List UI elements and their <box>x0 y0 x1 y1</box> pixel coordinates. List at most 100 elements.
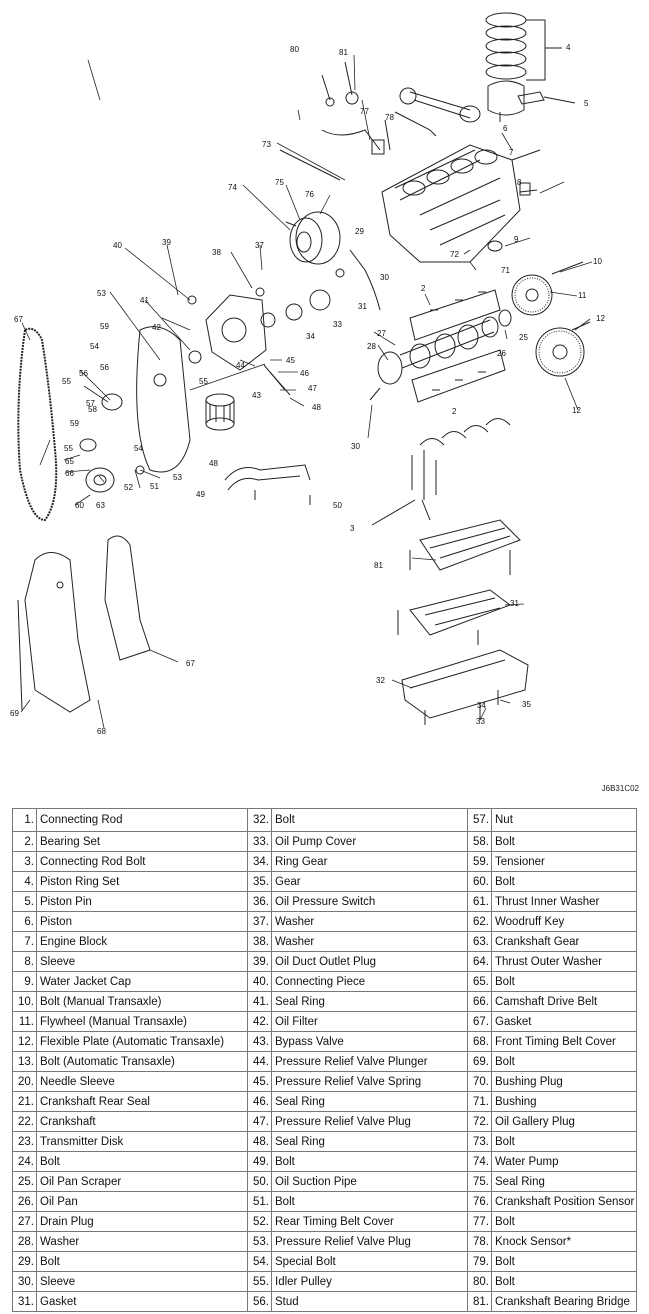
part-number: 45. <box>247 1071 272 1092</box>
callout-label: 59 <box>70 419 79 428</box>
part-number: 11. <box>12 1011 37 1032</box>
part-number: 51. <box>247 1191 272 1212</box>
callout-label: 50 <box>333 501 342 510</box>
callout-label: 63 <box>96 501 105 510</box>
part-number: 75. <box>467 1171 492 1192</box>
callout-label: 3 <box>350 524 355 533</box>
part-name: Connecting Rod <box>36 808 248 832</box>
part-name: Bolt <box>491 1271 637 1292</box>
part-number: 56. <box>247 1291 272 1312</box>
part-name: Oil Gallery Plug <box>491 1111 637 1132</box>
callout-label: 55 <box>199 377 208 386</box>
part-number: 58. <box>467 831 492 852</box>
part-number: 54. <box>247 1251 272 1272</box>
part-number: 9. <box>12 971 37 992</box>
callout-label: 67 <box>14 315 23 324</box>
part-number: 53. <box>247 1231 272 1252</box>
part-number: 32. <box>247 808 272 832</box>
part-name: Piston <box>36 911 248 932</box>
callout-label: 45 <box>286 356 295 365</box>
part-number: 69. <box>467 1051 492 1072</box>
part-number: 57. <box>467 808 492 832</box>
oil-filter-drawing <box>205 393 235 431</box>
part-name: Sleeve <box>36 951 248 972</box>
part-number: 65. <box>467 971 492 992</box>
callout-label: 10 <box>593 257 602 266</box>
bearing-shells-drawing <box>409 289 506 403</box>
callout-label: 11 <box>578 291 587 300</box>
part-number: 63. <box>467 931 492 952</box>
part-name: Crankshaft Gear <box>491 931 637 952</box>
callout-label: 53 <box>97 289 106 298</box>
water-pump-drawing <box>285 211 381 311</box>
callout-label: 6 <box>503 124 508 133</box>
part-number: 5. <box>12 891 37 912</box>
callout-label: 57 <box>86 399 95 408</box>
part-number: 67. <box>467 1011 492 1032</box>
callout-label: 41 <box>140 296 149 305</box>
piston-drawing <box>487 80 576 122</box>
part-name: Rear Timing Belt Cover <box>271 1211 468 1232</box>
part-number: 71. <box>467 1091 492 1112</box>
rear-timing-belt-cover-drawing <box>136 326 191 473</box>
callout-label: 9 <box>514 235 519 244</box>
callout-label: 29 <box>355 227 364 236</box>
callout-label: 56 <box>79 369 88 378</box>
part-number: 42. <box>247 1011 272 1032</box>
part-name: Bolt <box>271 808 468 832</box>
callout-labels: 80 81 4 5 6 77 78 73 7 8 74 75 76 9 29 4… <box>10 43 605 736</box>
callout-label: 46 <box>300 369 309 378</box>
callout-label: 33 <box>476 717 485 726</box>
exploded-engine-diagram: 80 81 4 5 6 77 78 73 7 8 74 75 76 9 29 4… <box>10 12 605 736</box>
part-number: 39. <box>247 951 272 972</box>
part-name: Piston Ring Set <box>36 871 248 892</box>
callout-label: 58 <box>88 405 97 414</box>
part-number: 28. <box>12 1231 37 1252</box>
figure-reference-code: J6B31C02 <box>601 784 639 793</box>
callout-label: 43 <box>252 391 261 400</box>
legend-row: 13.Bolt (Automatic Transaxle)44.Pressure… <box>12 1051 637 1072</box>
part-number: 13. <box>12 1051 37 1072</box>
part-number: 34. <box>247 851 272 872</box>
part-number: 50. <box>247 1171 272 1192</box>
part-name: Washer <box>36 1231 248 1252</box>
callout-label: 66 <box>65 469 74 478</box>
part-number: 79. <box>467 1251 492 1272</box>
part-name: Flexible Plate (Automatic Transaxle) <box>36 1031 248 1052</box>
engine-block-drawing <box>381 144 541 263</box>
part-number: 30. <box>12 1271 37 1292</box>
part-name: Woodruff Key <box>491 911 637 932</box>
part-number: 60. <box>467 871 492 892</box>
part-number: 81. <box>467 1291 492 1312</box>
part-name: Special Bolt <box>271 1251 468 1272</box>
callout-label: 69 <box>10 709 19 718</box>
part-number: 74. <box>467 1151 492 1172</box>
callout-label: 59 <box>100 322 109 331</box>
part-name: Needle Sleeve <box>36 1071 248 1092</box>
camshaft-drive-belt-drawing <box>17 327 58 522</box>
part-name: Crankshaft <box>36 1111 248 1132</box>
rod-caps-drawing <box>371 418 511 526</box>
callout-label: 80 <box>290 45 299 54</box>
part-name: Bolt (Manual Transaxle) <box>36 991 248 1012</box>
callout-label: 49 <box>196 490 205 499</box>
part-number: 70. <box>467 1071 492 1092</box>
part-number: 31. <box>12 1291 37 1312</box>
part-number: 48. <box>247 1131 272 1152</box>
part-name: Gear <box>271 871 468 892</box>
part-number: 49. <box>247 1151 272 1172</box>
part-number: 37. <box>247 911 272 932</box>
part-name: Washer <box>271 931 468 952</box>
part-number: 25. <box>12 1171 37 1192</box>
